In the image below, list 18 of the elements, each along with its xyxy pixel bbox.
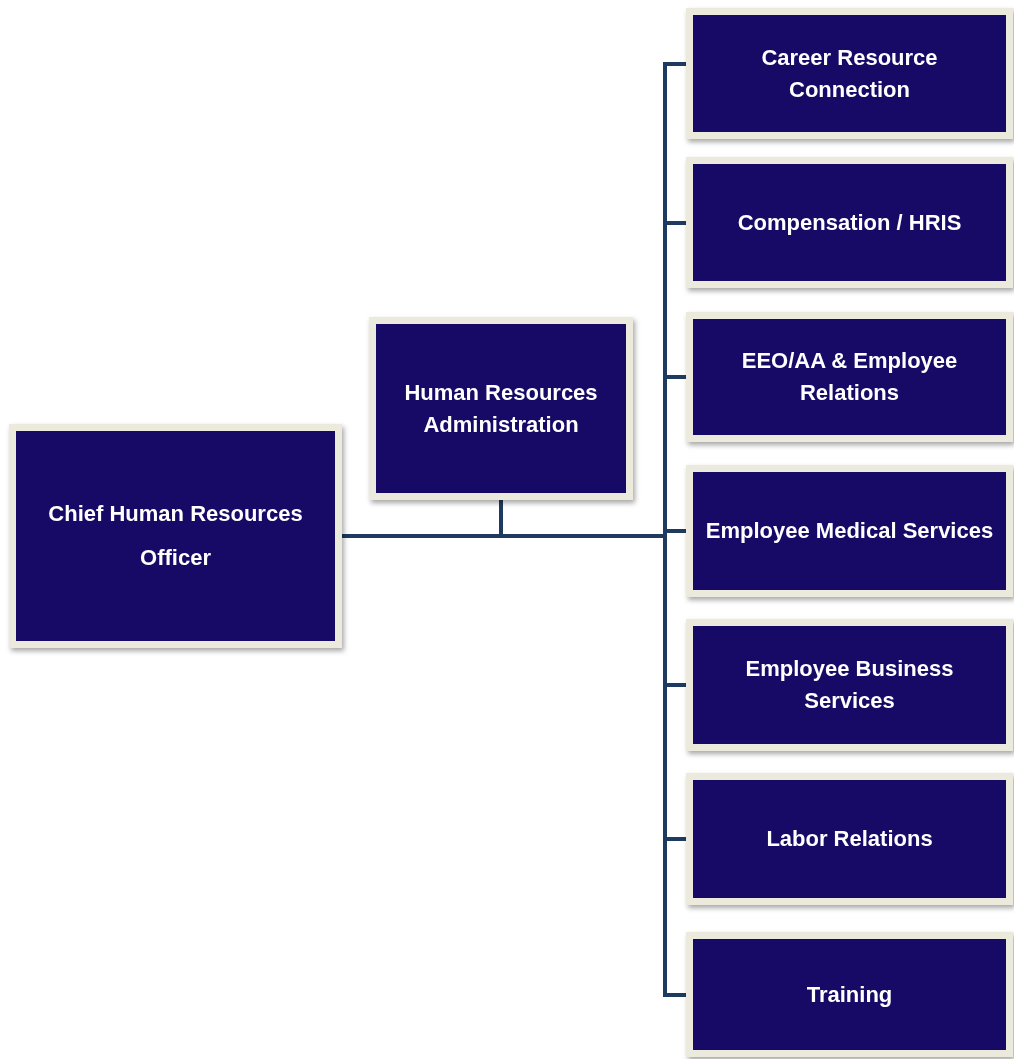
org-box bbox=[686, 312, 1013, 442]
box-title: Employee Medical Services bbox=[704, 517, 995, 546]
org-box bbox=[686, 932, 1013, 1057]
box-title: Employee Business Services bbox=[744, 655, 955, 715]
box-title: Labor Relations bbox=[765, 825, 934, 854]
org-box bbox=[686, 619, 1013, 751]
box-title: Training bbox=[805, 980, 894, 1009]
box-title: Career Resource Connection bbox=[760, 43, 939, 104]
org-box bbox=[9, 424, 342, 648]
org-box bbox=[686, 773, 1013, 905]
org-box bbox=[686, 157, 1013, 288]
box-title: Human Resources Administration bbox=[403, 378, 599, 439]
org-box bbox=[369, 317, 633, 500]
box-title: EEO/AA & Employee Relations bbox=[740, 347, 959, 407]
org-box bbox=[686, 8, 1013, 139]
box-title: Compensation / HRIS bbox=[736, 208, 963, 237]
box-title: Chief Human Resources Officer bbox=[47, 500, 304, 572]
org-box bbox=[686, 465, 1013, 597]
